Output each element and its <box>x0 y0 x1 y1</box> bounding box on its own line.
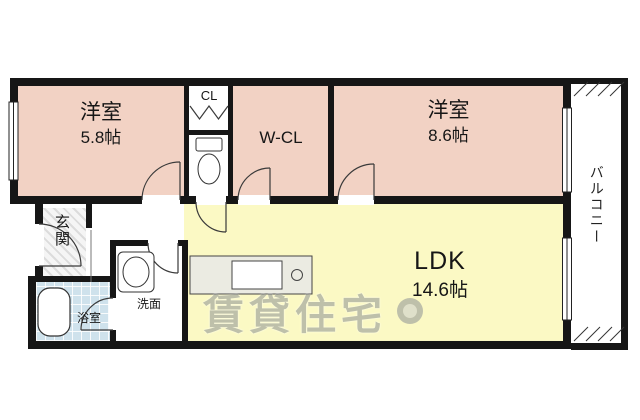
washroom-door-arc <box>147 242 179 274</box>
wall-segment <box>228 78 233 196</box>
genkan-name: 玄関 <box>53 214 70 248</box>
door-opening <box>34 224 44 266</box>
ldk-size: 14.6帖 <box>412 280 468 301</box>
wcl-name: W-CL <box>259 128 303 147</box>
windows <box>8 101 572 321</box>
bath-door-arc <box>80 297 114 331</box>
wall-segment <box>28 276 116 282</box>
ldk-name: LDK <box>414 247 466 275</box>
western2-name: 洋室 <box>427 99 470 122</box>
label-western1: 洋室 5.8帖 <box>18 100 184 149</box>
kitchen-stove-icon <box>291 269 303 281</box>
toilet-tank-icon <box>195 137 223 152</box>
room-western1-area <box>10 78 189 204</box>
wall-segment <box>28 276 36 349</box>
label-wcl: W-CL <box>232 128 330 148</box>
western1-door-arc <box>141 161 181 201</box>
washroom-name: 洗面 <box>136 297 161 311</box>
cl-bifold-door <box>189 104 229 121</box>
bathtub-icon <box>37 287 71 337</box>
western1-name: 洋室 <box>80 101 122 124</box>
door-opening <box>109 298 117 330</box>
western2-door-arc <box>337 163 375 201</box>
toilet-bowl-icon <box>197 153 221 185</box>
door-opening <box>196 195 226 205</box>
door-opening <box>338 195 374 205</box>
label-ldk: LDK 14.6帖 <box>340 246 540 303</box>
label-washroom: 洗面 <box>119 297 179 311</box>
label-cl: CL <box>186 88 232 104</box>
wall-segment <box>110 246 116 341</box>
wall-segment <box>10 78 571 86</box>
door-opening <box>148 239 178 247</box>
western2-size: 8.6帖 <box>428 126 469 146</box>
wall-segment <box>35 204 43 224</box>
door-swings <box>38 104 375 331</box>
label-bath: 浴室 <box>70 311 108 325</box>
toilet-door-arc <box>195 201 227 233</box>
wall-segment <box>563 78 571 349</box>
entrance-door-arc <box>38 223 82 267</box>
room-western2-area <box>328 78 571 204</box>
fixtures <box>37 137 313 337</box>
room-wcl-area <box>228 78 334 204</box>
western1-size: 5.8帖 <box>80 128 122 148</box>
wall-segment <box>182 240 188 341</box>
wall-segment-balcony <box>571 343 628 350</box>
wall-segment <box>10 196 571 204</box>
wcl-door-arc <box>237 167 271 201</box>
kitchen-sink-icon <box>231 260 283 290</box>
bath-name: 浴室 <box>76 311 101 325</box>
wall-segment <box>328 78 334 196</box>
wall-segment <box>35 266 43 282</box>
wall-segment <box>28 341 571 349</box>
wall-segment <box>86 204 92 228</box>
label-genkan: 玄関 <box>52 214 70 248</box>
wall-segment <box>184 78 189 196</box>
label-balcony: バルコニー <box>588 165 605 245</box>
cl-name: CL <box>200 88 218 103</box>
door-opening <box>142 195 180 205</box>
label-western2: 洋室 8.6帖 <box>334 98 563 147</box>
door-opening <box>238 195 270 205</box>
wall-segment <box>184 130 233 135</box>
balcony-hatch <box>573 81 625 342</box>
door-openings <box>34 195 374 330</box>
wall-segment-balcony <box>621 78 628 350</box>
wall-segment-balcony <box>571 78 628 84</box>
balcony-name: バルコニー <box>588 165 605 245</box>
